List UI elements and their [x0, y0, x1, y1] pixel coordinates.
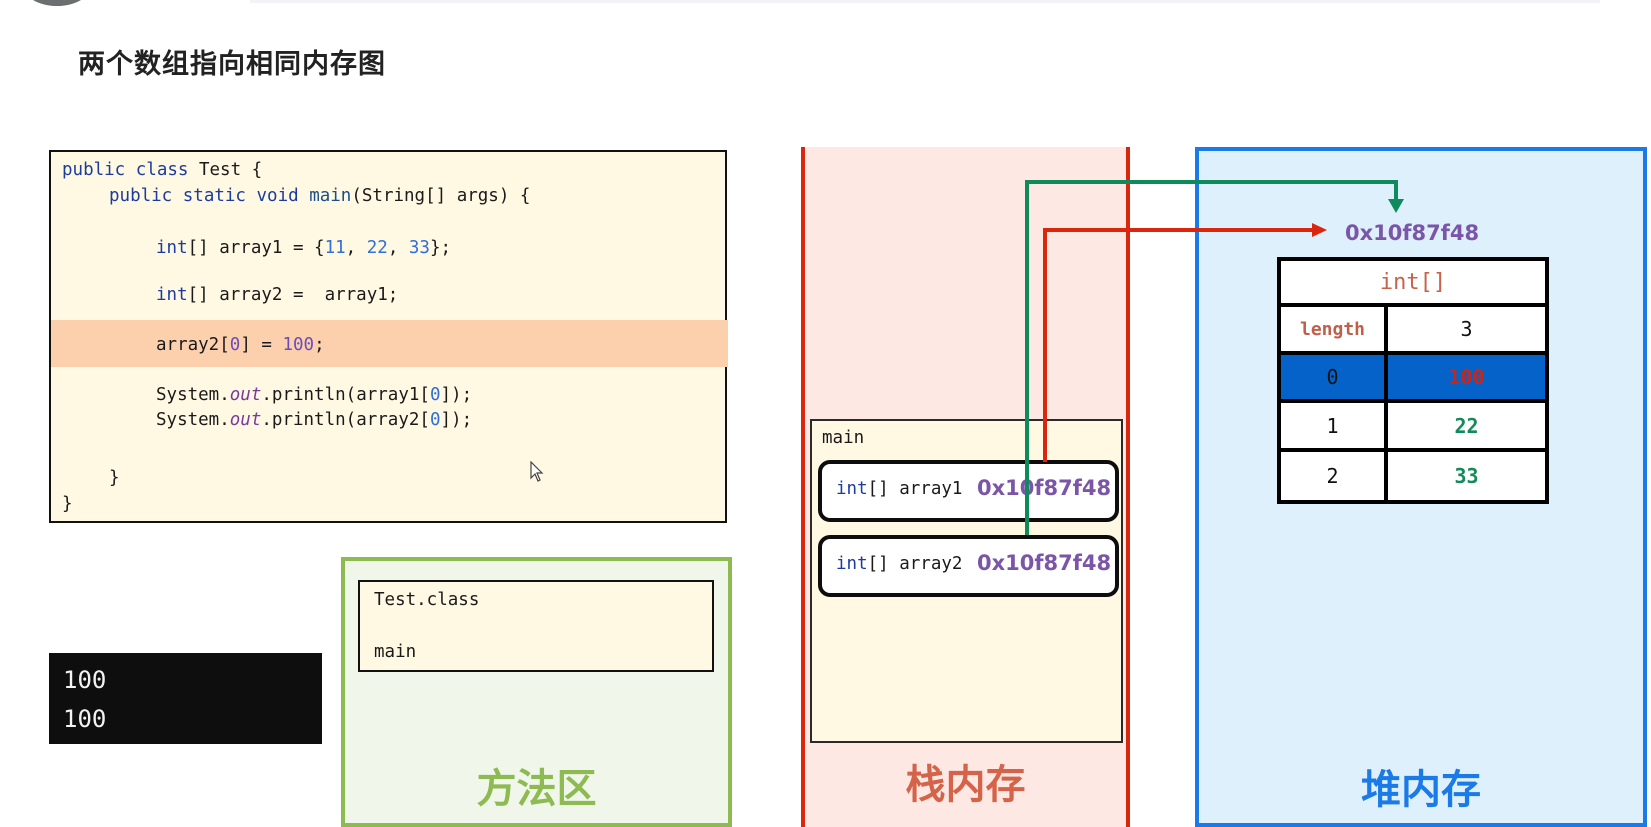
code-line: } — [109, 468, 120, 488]
page-title: 两个数组指向相同内存图 — [78, 49, 386, 80]
heap-object-address: 0x10f87f48 — [1345, 221, 1480, 245]
element-index: 0 — [1281, 355, 1384, 399]
code-line: public class Test { — [62, 160, 263, 180]
highlighted-line — [51, 320, 728, 367]
element-value: 33 — [1388, 452, 1545, 500]
console-line: 100 — [63, 705, 107, 733]
element-index: 1 — [1281, 403, 1384, 448]
method-area-label: 方法区 — [476, 766, 597, 812]
console-output: 100 100 — [49, 653, 322, 744]
code-line: int[] array2 = array1; — [156, 285, 399, 305]
var-declaration: int[] array2 — [836, 554, 963, 574]
heap-memory-label: 堆内存 — [1361, 767, 1481, 813]
code-line: } — [62, 494, 73, 514]
stack-memory-label: 栈内存 — [905, 762, 1026, 808]
heap-array-object: int[] length 3 0 100 1 22 2 33 — [1277, 257, 1549, 504]
mouse-cursor-icon — [530, 461, 544, 482]
element-value: 22 — [1388, 403, 1545, 448]
class-name: Test.class — [374, 590, 480, 610]
stack-var-array1: int[] array1 0x10f87f48 — [818, 460, 1119, 522]
code-line: System.out.println(array2[0]); — [156, 410, 473, 430]
stack-var-array2: int[] array2 0x10f87f48 — [818, 535, 1119, 597]
code-line: public static void main(String[] args) { — [109, 186, 531, 206]
array-type: int[] — [1281, 261, 1545, 303]
class-box: Test.class main — [358, 580, 714, 672]
code-line: System.out.println(array1[0]); — [156, 385, 473, 405]
code-line: int[] array1 = {11, 22, 33}; — [156, 238, 452, 258]
top-bar — [250, 0, 1600, 3]
var-address: 0x10f87f48 — [977, 476, 1112, 500]
console-line: 100 — [63, 666, 107, 694]
var-declaration: int[] array1 — [836, 479, 963, 499]
var-address: 0x10f87f48 — [977, 551, 1112, 575]
stack-frame-label: main — [822, 428, 865, 448]
length-value: 3 — [1388, 307, 1545, 351]
code-line-highlighted: array2[0] = 100; — [156, 335, 325, 355]
element-index: 2 — [1281, 452, 1384, 500]
length-label: length — [1281, 307, 1384, 351]
avatar — [22, 0, 92, 6]
class-method: main — [374, 642, 417, 662]
element-value: 100 — [1388, 355, 1545, 399]
